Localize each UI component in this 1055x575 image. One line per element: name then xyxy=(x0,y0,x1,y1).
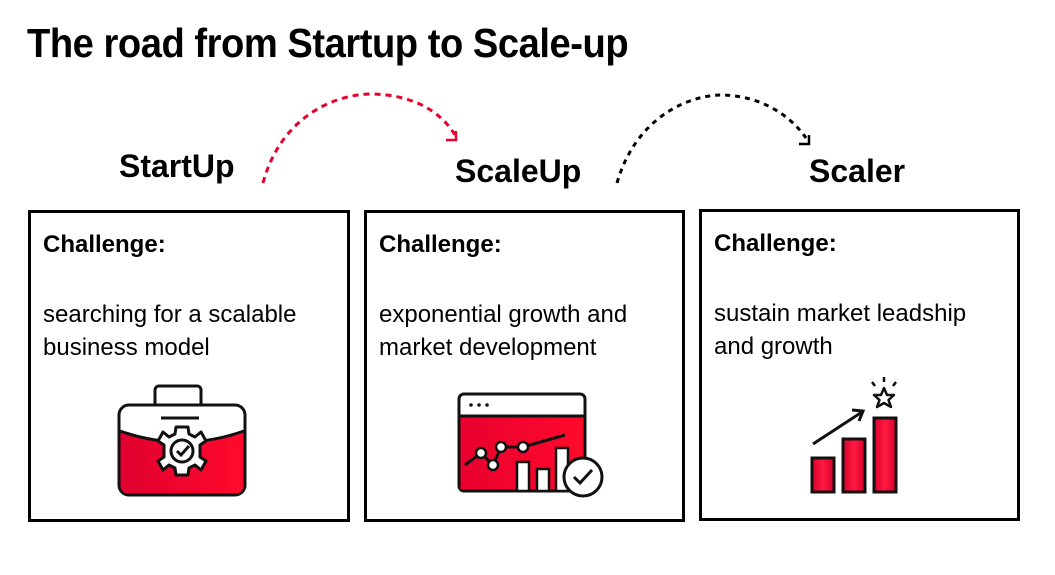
browser-chart-check-icon xyxy=(457,392,604,498)
challenge-description: searching for a scalable business model xyxy=(43,301,297,361)
black-dotted-arc-arrow-icon xyxy=(615,93,811,184)
challenge-card-startup: Challenge: searching for a scalable busi… xyxy=(28,210,350,522)
briefcase-gear-check-icon xyxy=(117,384,247,497)
challenge-heading: Challenge: xyxy=(379,231,502,258)
challenge-card-scaleup: Challenge: exponential growth and market… xyxy=(364,210,685,522)
challenge-heading: Challenge: xyxy=(714,230,837,257)
growth-bars-star-icon xyxy=(810,377,898,494)
stage-label-scaler: Scaler xyxy=(809,153,906,189)
challenge-heading: Challenge: xyxy=(43,231,166,258)
challenge-description: exponential growth and market developmen… xyxy=(379,301,628,361)
red-dashed-arc-arrow-icon xyxy=(261,92,458,184)
page-title: The road from Startup to Scale-up xyxy=(27,20,629,66)
stage-label-scaleup: ScaleUp xyxy=(455,153,582,189)
challenge-card-scaler: Challenge: sustain market leadship and g… xyxy=(699,209,1020,521)
challenge-description: sustain market leadship and growth xyxy=(714,300,967,360)
stage-label-startup: StartUp xyxy=(119,148,235,184)
